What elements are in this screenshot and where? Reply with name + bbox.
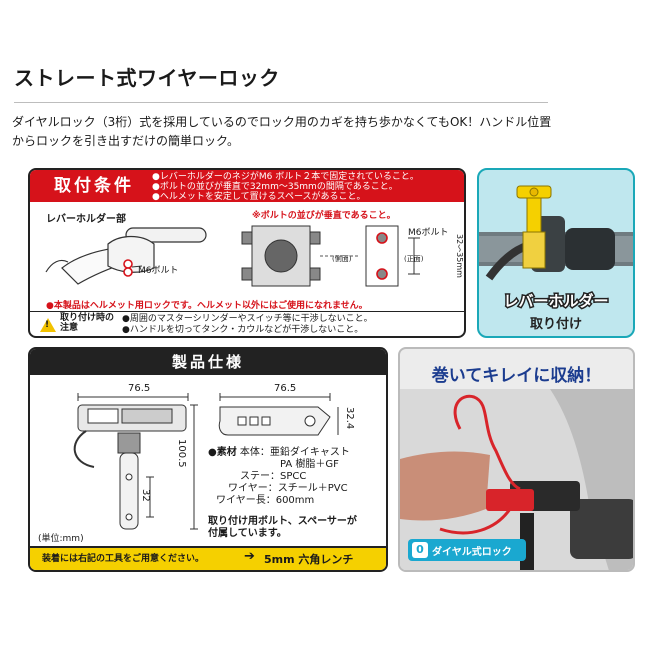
tool-bar xyxy=(30,546,386,570)
stay-value: SPCC xyxy=(280,471,307,482)
lever-caption-line2: 取り付け xyxy=(529,317,582,332)
unit-label: (単位:mm) xyxy=(38,534,84,544)
stay-key: ステー： xyxy=(240,471,280,482)
condition-item: ●ボルトの並びが垂直で32mm〜35mmの間隔であること。 xyxy=(152,182,398,192)
materials-label: ●素材 xyxy=(208,447,237,458)
vertical-note: ※ボルトの並びが垂直であること。 xyxy=(252,211,396,221)
warning-triangle-icon xyxy=(40,318,56,332)
dial-lock-badge: 0 ダイヤル式ロック xyxy=(408,539,526,561)
conditions-panel: 取付条件 ●レバーホルダーのネジがM6 ボルト２本で固定されていること。 ●ボル… xyxy=(28,168,466,338)
bolt-diagram xyxy=(241,225,420,287)
title-rule xyxy=(14,102,548,103)
bolt-spacing-range: 32〜35mm xyxy=(455,234,464,278)
materials-block: ●素材 本体：亜鉛ダイキャスト PA 樹脂＋GF ステー：SPCC ワイヤー：ス… xyxy=(208,447,350,507)
dim-width-front: 76.5 xyxy=(128,383,151,394)
wire-key: ワイヤー： xyxy=(228,483,278,494)
bolt-note: 取り付け用ボルト、スペーサーが 付属しています。 xyxy=(208,516,357,540)
lever-holder-label: レバーホルダー部 xyxy=(46,214,126,225)
page-title: ストレート式ワイヤーロック xyxy=(14,66,280,90)
handlebar-illustration xyxy=(45,227,207,285)
front-view-label: (正面) xyxy=(404,255,424,263)
tool-note: 装着には右記の工具をご用意ください。 xyxy=(42,554,205,564)
specs-header xyxy=(30,349,386,375)
stow-panel: 巻いてキレイに収納！ 0 ダイヤル式ロック xyxy=(398,347,635,572)
caution-item: ●周囲のマスターシリンダーやスイッチ等に干渉しないこと。 xyxy=(122,314,373,324)
dial-lock-text: ダイヤル式ロック xyxy=(432,547,512,558)
m6-bolt-label-left: M6ボルト xyxy=(138,266,179,276)
wire-value: スチール＋PVC xyxy=(277,483,348,494)
lever-holder-caption: レバーホルダー 取り付け xyxy=(479,290,633,333)
lever-holder-illustration xyxy=(479,185,633,281)
arrow-right-icon: ➔ xyxy=(244,549,255,564)
caution-list: ●周囲のマスターシリンダーやスイッチ等に干渉しないこと。 ●ハンドルを切ってタン… xyxy=(122,314,373,336)
top-view-drawing xyxy=(218,393,339,436)
condition-item: ●ヘルメットを安定して置けるスペースがあること。 xyxy=(152,192,366,202)
condition-item: ●レバーホルダーのネジがM6 ボルト２本で固定されていること。 xyxy=(152,172,419,182)
conditions-divider xyxy=(30,311,464,312)
bolt-note-line1: 取り付け用ボルト、スペーサーが xyxy=(208,516,357,527)
m6-bolt-label-right: M6ボルト xyxy=(408,228,449,238)
bolt-note-line2: 付属しています。 xyxy=(208,528,287,539)
dim-width-top: 76.5 xyxy=(274,383,297,394)
specs-heading: 製品仕様 xyxy=(171,353,244,371)
caution-label: 取り付け時の注意 xyxy=(60,313,115,333)
side-view-label: (側面) xyxy=(332,255,352,263)
conditions-list: ●レバーホルダーのネジがM6 ボルト２本で固定されていること。 ●ボルトの並びが… xyxy=(152,172,419,202)
description: ダイヤルロック（3桁）式を採用しているのでロック用のカギを持ち歩かなくてもOK！… xyxy=(12,115,552,148)
stow-title: 巻いてキレイに収納！ xyxy=(431,366,602,386)
body-key: 本体： xyxy=(239,447,270,458)
conditions-heading: 取付条件 xyxy=(54,176,134,196)
dim-depth: 32.4 xyxy=(344,407,355,430)
specs-panel: 製品仕様 76.5 76.5 100.5 32 32.4 ●素 xyxy=(28,347,388,572)
dim-stay: 32 xyxy=(140,489,151,502)
conditions-header xyxy=(30,170,464,202)
lever-holder-panel: レバーホルダー 取り付け xyxy=(477,168,635,338)
helmet-warning: ●本製品はヘルメット用ロックです。ヘルメット以外にはご使用になれません。 xyxy=(46,301,368,311)
length-key: ワイヤー長： xyxy=(216,495,276,506)
length-value: 600mm xyxy=(275,495,315,506)
body-value-2: PA 樹脂＋GF xyxy=(280,459,339,470)
caution-item: ●ハンドルを切ってタンク・カウルなどが干渉しないこと。 xyxy=(122,325,364,335)
dim-height: 100.5 xyxy=(176,439,187,468)
body-value: 亜鉛ダイキャスト xyxy=(269,447,350,458)
lever-caption-line1: レバーホルダー xyxy=(502,291,610,312)
dial-icon: 0 xyxy=(412,542,428,558)
tool-name: 5mm 六角レンチ xyxy=(264,553,354,566)
warning-exclamation-icon: ! xyxy=(45,320,50,330)
front-view-drawing xyxy=(73,393,198,530)
